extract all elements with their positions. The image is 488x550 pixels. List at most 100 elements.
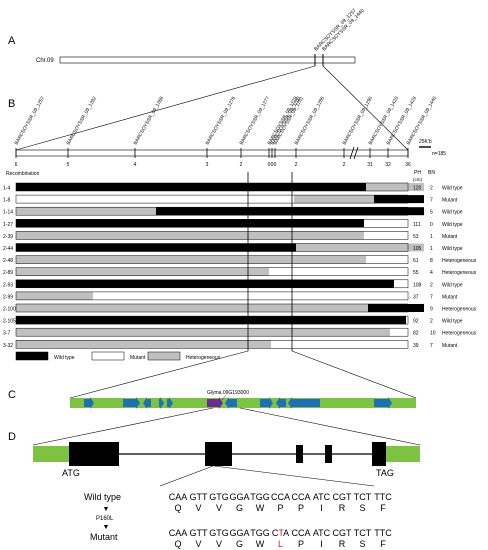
wt-codon: GGA — [229, 492, 249, 502]
line-id: 2-89 — [3, 270, 13, 276]
codon-base: A — [283, 528, 289, 538]
mutant-amino-acid: R — [339, 539, 346, 549]
marker-label: BARCSOYSSR_09_1277 — [239, 95, 272, 146]
line-ph: 92 — [413, 319, 419, 325]
line-phenotype: Mutant — [442, 343, 458, 349]
bar-break-mark — [353, 146, 359, 160]
wt-codon: TTC — [374, 492, 392, 502]
genotype-segment — [390, 328, 424, 337]
line-ph: 37 — [413, 294, 419, 300]
mutant-amino-acid: V — [195, 539, 201, 549]
zoom-line-left-b — [69, 350, 249, 399]
target-gene-label: Glyma.09G193000 — [207, 390, 249, 396]
genotype-row-outline — [15, 231, 409, 240]
marker-a1-label: BARCSOYSSR_09_1257 — [313, 8, 358, 53]
wt-codon: TCT — [354, 492, 372, 502]
panel-d-letter: D — [8, 431, 16, 443]
sequence-alignment: CAAQGTTVGTGVGGAGTGGWCCAPCCAPATCICGTRTCTS… — [169, 492, 393, 549]
codon-base: T — [278, 528, 284, 538]
line-bn: 9 — [430, 307, 433, 313]
genotype-segment — [16, 267, 269, 276]
line-bn: 1 — [430, 246, 433, 252]
mutant-codon: GTT — [190, 528, 208, 538]
col-ph-unit: (cm) — [413, 177, 422, 182]
gene-arrow — [167, 397, 173, 409]
zoom-line-left-c — [32, 407, 214, 446]
line-bn: 7 — [430, 198, 433, 204]
zoom-line-left-a — [15, 65, 316, 151]
line-phenotype: Heterogeneous — [442, 307, 477, 313]
recombination-count: 2 — [295, 162, 298, 168]
line-id: 1-8 — [3, 198, 10, 204]
line-bn: 2 — [430, 186, 433, 192]
genotype-segment — [16, 207, 156, 216]
genotype-segment — [16, 183, 366, 191]
gene-arrow — [159, 397, 164, 409]
mutant-amino-acid: L — [278, 539, 283, 549]
gene-arrow — [260, 397, 273, 409]
line-id: 3-32 — [3, 343, 13, 349]
mutant-codon: CAA — [169, 528, 188, 538]
wt-codon: CCA — [271, 492, 290, 502]
wt-amino-acid: W — [256, 503, 265, 513]
scale-label: 25K'b — [419, 139, 432, 145]
chromosome-bar — [59, 56, 356, 64]
mutant-codon: CTA — [272, 528, 289, 538]
line-phenotype: Mutant — [442, 294, 458, 300]
genotype-segment — [16, 291, 93, 300]
recombination-count: 2 — [343, 162, 346, 168]
mutant-amino-acid: P — [298, 539, 304, 549]
wt-amino-acid: F — [380, 503, 386, 513]
genotype-segment — [16, 219, 364, 228]
genotype-segment — [364, 219, 424, 228]
line-id: 2-100 — [3, 307, 16, 313]
genotype-row-outline — [15, 206, 409, 216]
recombination-count: 3 — [206, 162, 209, 168]
line-phenotype: Wild type — [442, 210, 463, 216]
legend-wild-type-label: Wild type — [54, 355, 75, 361]
line-phenotype: Mutant — [442, 198, 458, 204]
utr-5-prime — [33, 446, 69, 462]
recombination-count: 0 — [274, 162, 277, 168]
zoom-line-right-c — [239, 407, 421, 446]
genotype-segment — [16, 328, 390, 337]
fine-map-markers: BARCSOYSSR_09_12576BARCSOYSSR_09_12625BA… — [14, 95, 439, 168]
line-bn: 10 — [430, 331, 436, 337]
zoom-line-right-a — [322, 65, 409, 151]
recombination-count: 2 — [240, 162, 243, 168]
wt-amino-acid: Q — [174, 503, 181, 513]
genotype-row-outline — [15, 303, 409, 313]
marker-label: BARCSOYSSR_09_1420 — [368, 95, 401, 146]
genotype-segment — [406, 316, 424, 325]
genotype-row-outline — [15, 194, 409, 204]
genotype-segment — [366, 255, 424, 264]
line-phenotype: Heterogeneous — [442, 331, 477, 337]
panel-c-letter: C — [8, 389, 16, 401]
genotype-segment — [296, 243, 424, 252]
zoom-line-right-b — [291, 350, 417, 399]
line-phenotype: Wild type — [442, 319, 463, 325]
panel-b-letter: B — [8, 98, 15, 110]
genotype-segment — [16, 304, 368, 312]
marker-label: BARCSOYSSR_09_1290 — [342, 95, 375, 146]
utr-3-prime — [386, 446, 420, 462]
gene-arrow — [276, 397, 286, 409]
gene-arrow — [225, 397, 237, 409]
wt-codon: GTG — [209, 492, 229, 502]
genotype-segment — [366, 183, 424, 191]
arrow-2: ▼ — [103, 524, 110, 531]
gene-arrow — [84, 397, 94, 409]
legend-heterogeneous-swatch — [147, 351, 181, 361]
col-ph-header: PH — [414, 170, 421, 176]
gene-arrow — [288, 397, 320, 409]
codon-base: C — [272, 528, 279, 538]
genotype-row-outline — [15, 255, 409, 264]
mutant-codon: TCT — [354, 528, 372, 538]
atg-label: ATG — [62, 468, 80, 478]
exon-1 — [69, 442, 119, 466]
recombination-count: 0 — [271, 162, 274, 168]
line-bn: 4 — [430, 270, 433, 276]
recombination-count: 4 — [134, 162, 137, 168]
line-id: 1-27 — [3, 222, 13, 228]
